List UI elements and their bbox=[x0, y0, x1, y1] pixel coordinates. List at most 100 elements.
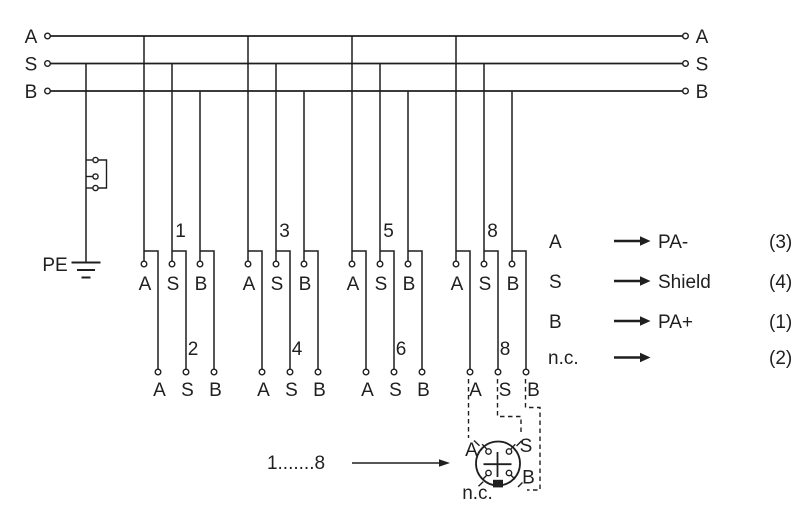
terminal-label: A bbox=[361, 380, 374, 401]
bus-terminal-right-s bbox=[682, 60, 690, 68]
tap-group-1-2: 1 2 A S B A S B bbox=[139, 36, 222, 401]
bus-label-right-s: S bbox=[696, 55, 709, 76]
terminal-label: A bbox=[243, 274, 256, 295]
socket-number: 5 bbox=[383, 221, 394, 242]
arrow-head-icon bbox=[439, 459, 450, 467]
branch-wire bbox=[456, 250, 471, 370]
branch-wire bbox=[304, 250, 319, 370]
legend-target: PA- bbox=[658, 232, 688, 253]
terminal-label: A bbox=[347, 274, 360, 295]
socket-number: 8 bbox=[487, 221, 498, 242]
branch-wire bbox=[408, 250, 423, 370]
terminal bbox=[196, 260, 204, 268]
connector-cable-dashed bbox=[467, 379, 541, 491]
connector-key-mark bbox=[493, 479, 503, 488]
legend-signal: n.c. bbox=[548, 348, 579, 369]
bus-label-right-a: A bbox=[696, 27, 709, 48]
legend-pin: (1) bbox=[769, 312, 792, 333]
terminal-label: B bbox=[527, 380, 540, 401]
label-tick bbox=[478, 481, 484, 487]
pin-b bbox=[505, 469, 513, 477]
terminal-label: S bbox=[375, 274, 388, 295]
label-tick bbox=[473, 439, 480, 447]
bus-terminal-left-b bbox=[44, 87, 52, 95]
terminal bbox=[404, 260, 412, 268]
terminal bbox=[508, 260, 516, 268]
terminal-label: B bbox=[209, 380, 222, 401]
legend-signal: A bbox=[549, 232, 562, 253]
terminal-label: S bbox=[271, 274, 284, 295]
terminal bbox=[390, 368, 398, 376]
shield-jumper-icon bbox=[86, 156, 108, 192]
label-tick bbox=[516, 440, 522, 447]
legend-pin: (2) bbox=[769, 348, 792, 369]
terminal-label: B bbox=[313, 380, 326, 401]
socket-number: 6 bbox=[396, 339, 407, 360]
bus-terminal-right-a bbox=[682, 32, 690, 40]
terminal bbox=[258, 368, 266, 376]
legend-pin: (4) bbox=[769, 272, 792, 293]
branch-wire bbox=[200, 250, 215, 370]
terminal-label: B bbox=[403, 274, 416, 295]
terminal-label: A bbox=[153, 380, 166, 401]
branch-wire bbox=[276, 250, 291, 370]
bus-label-right-b: B bbox=[696, 82, 709, 103]
connector-pin-label-b: B bbox=[522, 468, 535, 489]
arrow-head-icon bbox=[640, 276, 651, 286]
tap-group-5-6: 5 6 A S B A S B bbox=[347, 36, 430, 401]
terminal bbox=[376, 260, 384, 268]
dashed-wire-b bbox=[524, 379, 541, 491]
terminal bbox=[314, 368, 322, 376]
terminal bbox=[286, 368, 294, 376]
bus-terminal-left-a bbox=[44, 32, 52, 40]
terminal bbox=[168, 260, 176, 268]
connector-pin-label-nc: n.c. bbox=[462, 483, 493, 504]
pin-lead bbox=[482, 474, 488, 480]
pin-nc bbox=[485, 469, 492, 477]
terminal-label: A bbox=[469, 380, 482, 401]
terminal bbox=[348, 260, 356, 268]
branch-wire bbox=[512, 250, 527, 370]
terminal bbox=[140, 260, 148, 268]
socket-number: 4 bbox=[292, 339, 303, 360]
terminal-label: B bbox=[195, 274, 208, 295]
legend-row-nc: n.c. (2) bbox=[548, 348, 792, 369]
bus-label-left-s: S bbox=[25, 55, 38, 76]
terminal-label: B bbox=[417, 380, 430, 401]
terminal bbox=[418, 368, 426, 376]
terminal-label: S bbox=[285, 380, 298, 401]
bus-label-left-a: A bbox=[25, 27, 38, 48]
terminal-label: S bbox=[181, 380, 194, 401]
terminal bbox=[300, 260, 308, 268]
socket-number: 3 bbox=[279, 221, 290, 242]
label-tick bbox=[517, 482, 523, 488]
terminal bbox=[362, 368, 370, 376]
legend-pin: (3) bbox=[769, 232, 792, 253]
connector-pinout-icon: A S B n.c. bbox=[462, 436, 535, 504]
socket-number: 8 bbox=[500, 339, 511, 360]
branch-wire bbox=[248, 250, 263, 370]
tap-group-8: 8 8 A S B A S B bbox=[451, 36, 540, 401]
legend-signal: S bbox=[549, 272, 562, 293]
connector-pin-label-a: A bbox=[465, 440, 478, 461]
arrow-head-icon bbox=[640, 316, 651, 326]
terminal bbox=[272, 260, 280, 268]
pe-ground-branch: PE bbox=[42, 63, 108, 279]
branch-wire bbox=[172, 250, 187, 370]
bus-terminal-left-s bbox=[44, 60, 52, 68]
terminal-label: S bbox=[167, 274, 180, 295]
terminal-label: A bbox=[451, 274, 464, 295]
dashed-wire-s bbox=[496, 379, 522, 432]
connector-callout: 1.......8 bbox=[267, 453, 450, 474]
connector-pin-label-s: S bbox=[520, 436, 533, 457]
socket-range-label: 1.......8 bbox=[267, 453, 325, 474]
terminal bbox=[182, 368, 190, 376]
tap-group-3-4: 3 4 A S B A S B bbox=[243, 36, 326, 401]
terminal-label: A bbox=[257, 380, 270, 401]
socket-number: 1 bbox=[175, 221, 186, 242]
terminal-label: B bbox=[507, 274, 520, 295]
branch-wire bbox=[380, 250, 395, 370]
terminal bbox=[522, 368, 530, 376]
legend-signal: B bbox=[549, 312, 562, 333]
legend-row-b: B PA+ (1) bbox=[549, 312, 792, 333]
